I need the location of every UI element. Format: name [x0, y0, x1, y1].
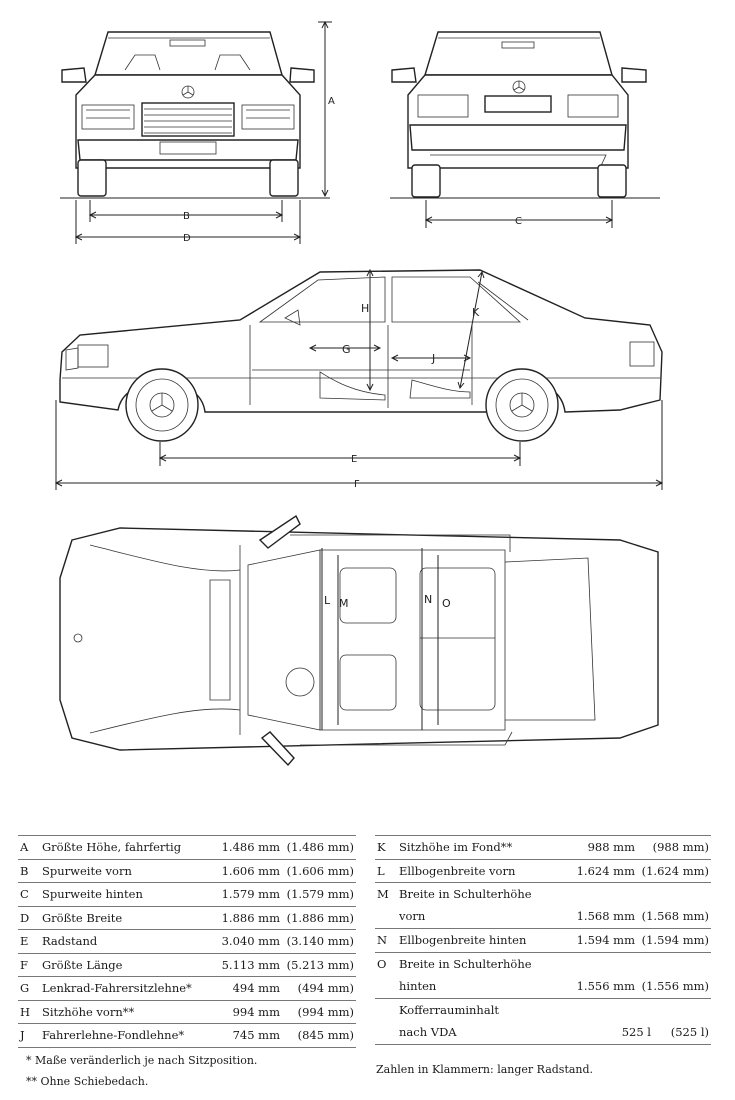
car-dimension-drawing: A B D C	[54, 20, 664, 767]
dim-label-K: K	[472, 306, 480, 319]
dimension-B: B	[88, 200, 284, 222]
dim-label-B: B	[183, 211, 190, 222]
dim-label-N: N	[424, 593, 432, 606]
dim-label-H: H	[361, 302, 369, 315]
dim-label-L: L	[324, 594, 331, 607]
dim-label-C: C	[515, 216, 522, 227]
top-view	[59, 514, 659, 767]
footnote-adjustable: * Maße veränderlich je nach Sitzposition…	[26, 1054, 258, 1067]
dim-label-M: M	[339, 597, 349, 610]
dim-label-E: E	[351, 454, 357, 465]
side-view	[59, 268, 663, 442]
dim-label-J: J	[431, 352, 435, 365]
footnote-no-sunroof: ** Ohne Schiebedach.	[26, 1075, 149, 1088]
dimension-E: E	[158, 442, 522, 466]
dim-label-D: D	[183, 233, 191, 244]
dimension-F: F	[54, 400, 664, 490]
front-view	[60, 31, 330, 199]
dimension-D: D	[74, 200, 302, 244]
footnote-long-wheelbase: Zahlen in Klammern: langer Radstand.	[376, 1063, 594, 1076]
dim-label-G: G	[342, 343, 351, 356]
dimension-C: C	[424, 200, 614, 228]
rear-view	[390, 31, 660, 199]
dim-label-O: O	[442, 597, 451, 610]
dim-label-A: A	[328, 96, 335, 107]
dimension-A: A	[318, 20, 335, 198]
dim-label-F: F	[354, 479, 360, 490]
